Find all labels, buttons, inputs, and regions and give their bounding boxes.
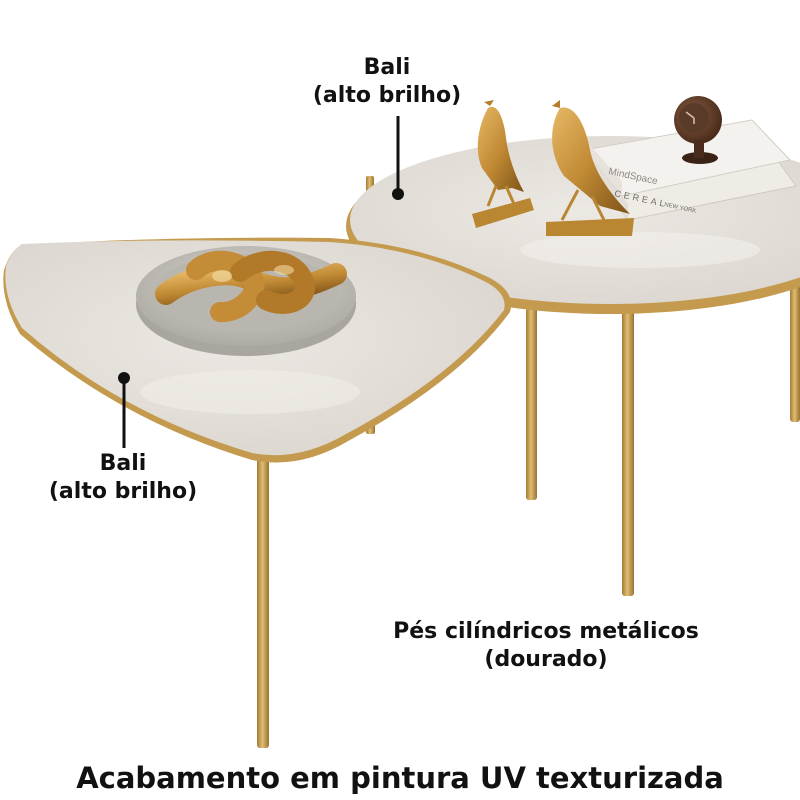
callout-triangle-sub: (alto brilho): [48, 479, 198, 504]
callout-round-sub: (alto brilho): [312, 83, 462, 108]
callout-legs-title: Pés cilíndricos metálicos: [393, 619, 699, 644]
callout-legs-sub: (dourado): [484, 647, 608, 672]
callout-triangle-title: Bali: [99, 451, 147, 476]
gold-knot-sculpture: [155, 250, 347, 323]
round-table-legs: [366, 176, 800, 596]
round-table-leg-front: [622, 308, 634, 596]
triangle-table-legs: [257, 418, 375, 748]
callout-triangle-table: Bali (alto brilho): [36, 450, 210, 506]
gold-bird-small: [472, 100, 534, 228]
callout-round-table: Bali (alto brilho): [300, 54, 474, 110]
triangle-table-leg-front: [257, 452, 269, 748]
wooden-clock: [674, 96, 722, 164]
round-table-leg-center: [526, 308, 537, 500]
callout-legs: Pés cilíndricos metálicos (dourado): [358, 618, 734, 674]
callout-pointer-round: [392, 116, 404, 200]
callout-pointer-triangle: [118, 372, 130, 448]
finish-caption: Acabamento em pintura UV texturizada: [76, 761, 724, 795]
gold-bird-large: [546, 100, 634, 236]
round-table-leg-right: [790, 282, 800, 422]
callout-round-title: Bali: [363, 55, 411, 80]
